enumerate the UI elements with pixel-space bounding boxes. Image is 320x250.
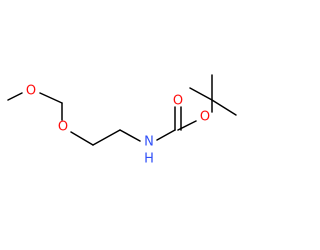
bond-n-carbonyl <box>156 129 176 141</box>
atom-o-carbonyl: O <box>173 94 183 109</box>
atom-labels: O O O O N H <box>26 84 210 167</box>
bond-ch3-o1 <box>7 92 23 101</box>
atom-o-ether: O <box>58 120 68 135</box>
bond-carbonyl-o <box>177 120 197 131</box>
atom-n: N <box>144 135 154 150</box>
atom-h-on-n: H <box>144 152 154 167</box>
atom-o-ester: O <box>200 110 210 125</box>
structure-diagram: O O O O N H <box>7 74 237 167</box>
bond-ch2-ch2 <box>92 129 121 146</box>
bond-ch2-n <box>119 129 141 142</box>
bond-tbu-me-left <box>189 87 213 101</box>
atom-o-methoxy: O <box>26 84 36 99</box>
bonds <box>7 74 237 146</box>
bond-o1-ch2 <box>39 92 63 104</box>
bond-tbu-me-right <box>211 99 237 116</box>
bond-o2-ch2 <box>70 131 94 146</box>
